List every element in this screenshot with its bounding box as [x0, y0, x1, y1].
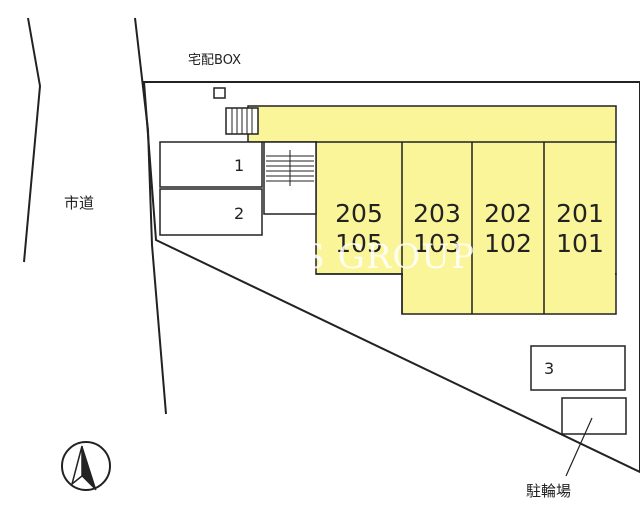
unit-upper-201: 201 [556, 199, 604, 228]
building: 205 105 203 103 202 102 201 101 [225, 105, 617, 315]
unit-lower-101: 101 [556, 229, 604, 258]
parking-lot-2 [159, 188, 263, 236]
unit-upper-202: 202 [484, 199, 532, 228]
north-arrow-icon [61, 441, 111, 491]
unit-lower-103: 103 [413, 229, 461, 258]
unit-lower-105: 105 [335, 229, 383, 258]
building-lower-wing [401, 273, 617, 315]
building-corridor [247, 105, 617, 143]
parking-lot-3 [530, 345, 626, 391]
bicycle-parking-leader [565, 417, 593, 477]
delivery-box-icon [213, 87, 226, 99]
site-boundary [142, 81, 640, 474]
parking-lot-3-number: 3 [544, 359, 554, 378]
parking-lot-2-number: 2 [234, 204, 244, 223]
unit-upper-203: 203 [413, 199, 461, 228]
road-edge-right [134, 17, 167, 415]
unit-lower-102: 102 [484, 229, 532, 258]
stairs-landing [263, 141, 317, 215]
bicycle-parking-area [561, 397, 627, 435]
parking-lot-1-number: 1 [234, 156, 244, 175]
watermark: AS GROUP [275, 237, 475, 277]
delivery-box-label: 宅配BOX [188, 53, 241, 68]
unit-upper-205: 205 [335, 199, 383, 228]
building-body [315, 141, 617, 275]
parking-lot-1 [159, 141, 263, 188]
bicycle-parking-label: 駐輪場 [526, 482, 571, 500]
road-edge-left [23, 17, 42, 263]
road-label: 市道 [64, 194, 94, 212]
